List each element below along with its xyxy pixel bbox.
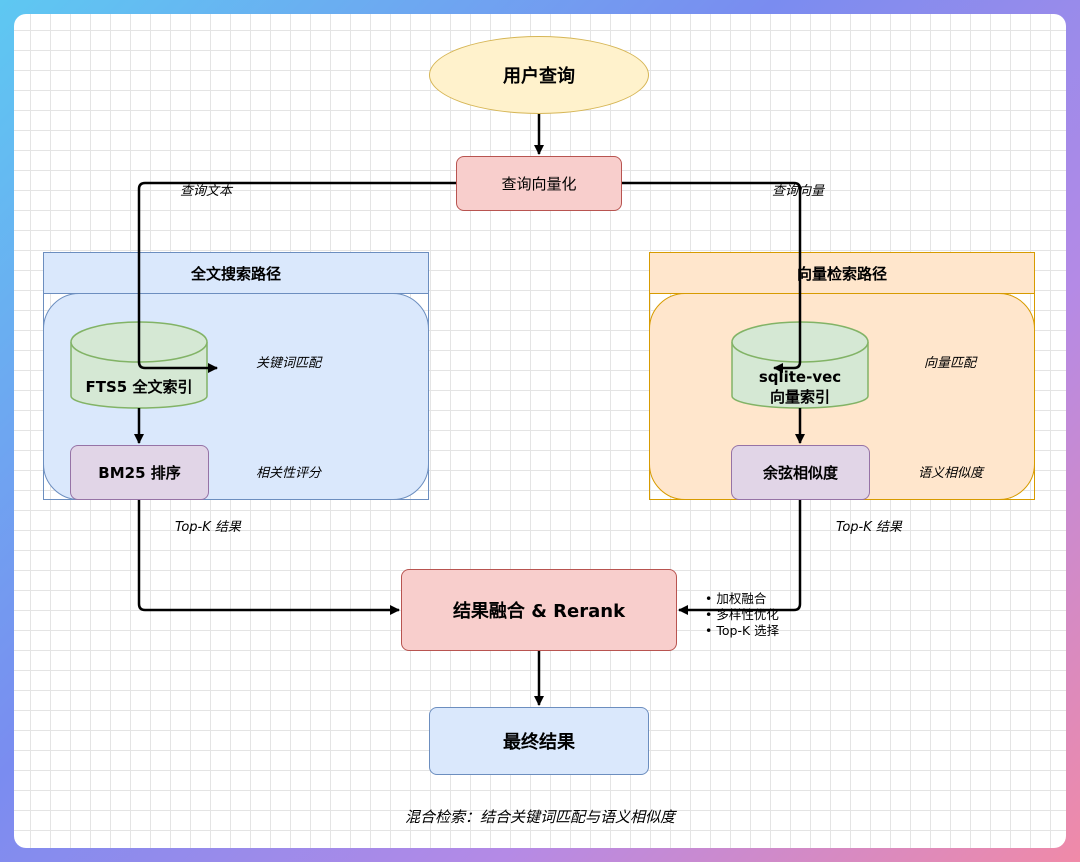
edge-cosine-to-fusion xyxy=(678,500,802,615)
edge-bm25-to-fusion xyxy=(137,500,400,615)
fusion-note-item: • 加权融合 xyxy=(705,591,767,606)
edge-vectorize-to-vec xyxy=(622,181,802,373)
label-topk-right: Top-K 结果 xyxy=(836,520,902,535)
fusion-node[interactable]: 结果融合 & Rerank xyxy=(401,569,677,651)
fusion-note-item: • 多样性优化 xyxy=(705,607,779,622)
label-query-text: 查询文本 xyxy=(180,184,233,199)
label-keyword-match: 关键词匹配 xyxy=(256,356,322,371)
label-semantic-similarity: 语义相似度 xyxy=(918,466,984,481)
diagram-caption: 混合检索：结合关键词匹配与语义相似度 xyxy=(404,808,675,826)
fusion-note-text: 加权融合 xyxy=(716,591,767,606)
fts-lane-title: 全文搜索路径 xyxy=(43,252,429,294)
edge-vectorize-to-fts xyxy=(137,181,456,373)
user-query-node[interactable]: 用户查询 xyxy=(429,36,649,114)
diagram-canvas: 全文搜索路径 向量检索路径 FTS5 全文索引 sqlite-vec 向量索引 … xyxy=(14,14,1066,848)
connectors-layer xyxy=(134,114,805,706)
label-relevance-score: 相关性评分 xyxy=(256,466,322,481)
vec-lane-title: 向量检索路径 xyxy=(649,252,1035,294)
bm25-node[interactable]: BM25 排序 xyxy=(70,445,209,500)
label-vector-match: 向量匹配 xyxy=(924,356,977,371)
label-query-vector: 查询向量 xyxy=(772,184,825,199)
fts-index-label: FTS5 全文索引 xyxy=(85,377,193,396)
fusion-note-item: • Top-K 选择 xyxy=(705,623,780,638)
fusion-note-text: Top-K 选择 xyxy=(716,623,780,638)
cosine-node[interactable]: 余弦相似度 xyxy=(731,445,870,500)
fusion-note-text: 多样性优化 xyxy=(716,607,779,622)
vec-index-cylinder xyxy=(731,321,869,409)
label-topk-left: Top-K 结果 xyxy=(175,520,241,535)
vec-index-label-line2: 向量索引 xyxy=(769,388,830,406)
fusion-notes-list: • 加权融合 • 多样性优化 • Top-K 选择 xyxy=(705,591,779,639)
final-result-node[interactable]: 最终结果 xyxy=(429,707,649,775)
vectorize-node[interactable]: 查询向量化 xyxy=(456,156,622,211)
